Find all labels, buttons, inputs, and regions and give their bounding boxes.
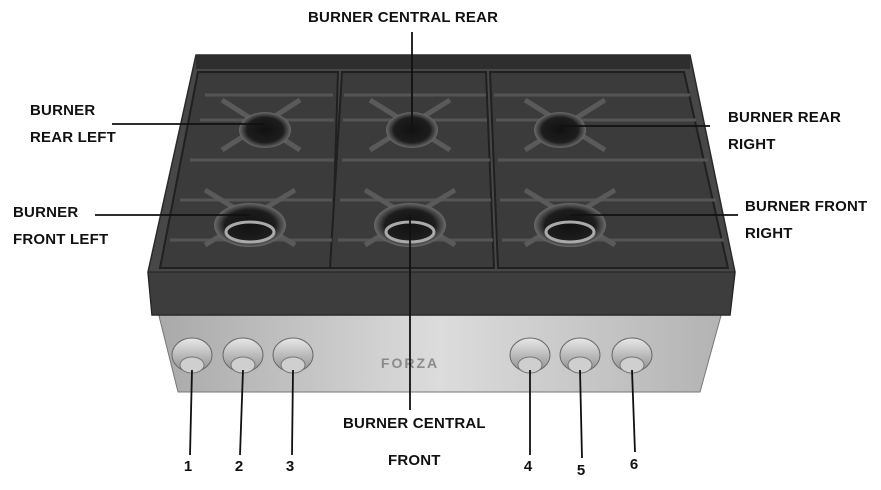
knob-number-2: 2 [234, 458, 244, 475]
knob-number-6: 6 [629, 456, 639, 473]
label-burner-front-right-line1: BURNER FRONT [745, 198, 868, 215]
knob-4[interactable] [509, 337, 551, 374]
burner-rear-right [534, 112, 586, 148]
label-burner-rear-right-line1: BURNER REAR [728, 109, 842, 126]
rear-vent [196, 55, 690, 69]
knob-1[interactable] [171, 337, 213, 374]
label-burner-rear-left-line2: REAR LEFT [30, 129, 116, 146]
label-burner-rear-right-line2: RIGHT [728, 136, 776, 153]
brand-logo: FORZA [381, 355, 439, 371]
burner-rear-left [239, 112, 291, 148]
burner-central-rear [386, 112, 438, 148]
grates [158, 71, 730, 269]
label-burner-central-front-line1: BURNER CENTRAL [343, 415, 486, 432]
knob-number-3: 3 [285, 458, 295, 475]
leader-knob-2 [239, 369, 244, 456]
leader-lines [95, 32, 738, 459]
front-lip [147, 271, 736, 316]
label-burner-front-left-line1: BURNER [13, 204, 79, 221]
label-burner-front-left-line2: FRONT LEFT [13, 231, 109, 248]
label-burner-rear-left-line1: BURNER [30, 102, 96, 119]
burner-front-left [214, 203, 286, 247]
knob-5[interactable] [559, 337, 601, 374]
knob-number-1: 1 [183, 458, 193, 475]
leader-knob-1 [189, 369, 193, 456]
burner-front-right [534, 203, 606, 247]
knob-3[interactable] [272, 337, 314, 374]
knobs [171, 337, 653, 374]
label-burner-central-front-line2: FRONT [388, 452, 441, 469]
leader-knob-6 [631, 369, 636, 453]
knob-number-4: 4 [523, 458, 533, 475]
label-burner-front-right-line2: RIGHT [745, 225, 793, 242]
knob-number-5: 5 [576, 462, 586, 479]
knob-2[interactable] [222, 337, 264, 374]
leader-knob-3 [291, 369, 294, 456]
label-burner-central-rear: BURNER CENTRAL REAR [308, 9, 499, 26]
knob-6[interactable] [611, 337, 653, 374]
burners [214, 112, 606, 247]
leader-knob-5 [579, 369, 583, 459]
